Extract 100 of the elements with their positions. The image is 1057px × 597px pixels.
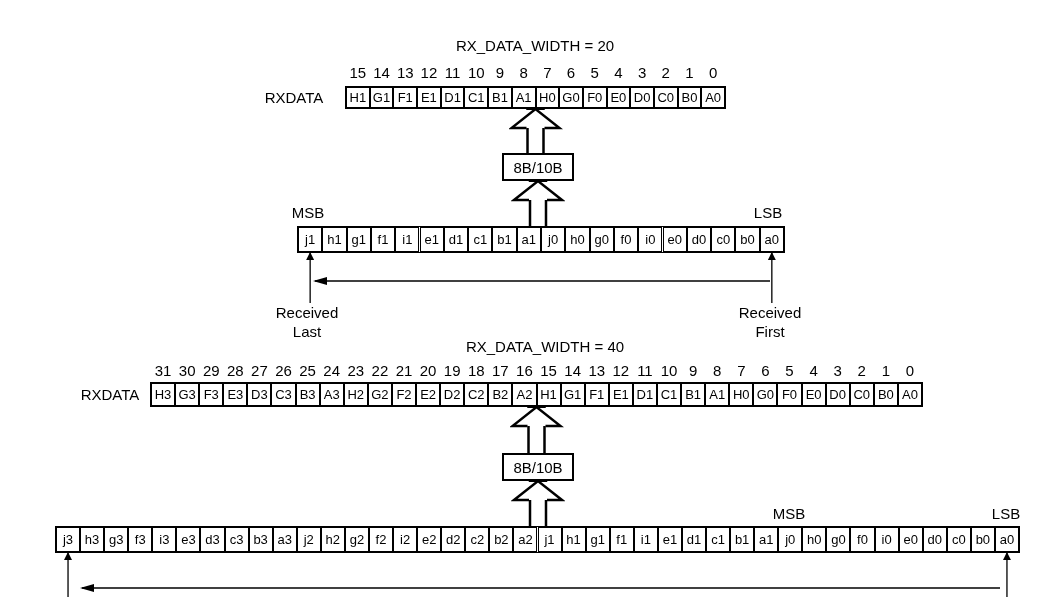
- bit-cell: h2: [320, 527, 345, 552]
- bit-cell: g0: [589, 227, 614, 252]
- width-heading: RX_DATA_WIDTH = 40: [465, 338, 625, 354]
- bit-cell: G2: [367, 383, 392, 406]
- bit-cell: C0: [653, 87, 678, 108]
- bit-cell: g1: [585, 527, 610, 552]
- bit-index: 3: [833, 362, 842, 378]
- bit-cell: G1: [560, 383, 585, 406]
- bit-cell: i1: [395, 227, 420, 252]
- bit-index: 19: [443, 362, 461, 378]
- bit-cell: A0: [897, 383, 922, 406]
- lsb-label: LSB: [753, 204, 783, 220]
- bit-cell: A1: [511, 87, 536, 108]
- bit-cell: d3: [200, 527, 225, 552]
- bit-cell: a3: [272, 527, 297, 552]
- bit-cell: e1: [657, 527, 682, 552]
- bit-index: 9: [688, 362, 698, 378]
- bit-cell: h0: [565, 227, 590, 252]
- bit-index: 6: [761, 362, 770, 378]
- bit-cell: e0: [662, 227, 687, 252]
- bit-cell: a1: [754, 527, 779, 552]
- bit-cell: b3: [248, 527, 273, 552]
- lsb-label: LSB: [991, 505, 1021, 521]
- bit-cell: E1: [417, 87, 441, 108]
- bit-index: 3: [637, 64, 647, 80]
- bit-index: 2: [661, 64, 670, 80]
- bit-index: 14: [373, 64, 390, 80]
- bit-cell: f0: [613, 227, 639, 252]
- bit-cell: E2: [416, 383, 441, 406]
- bit-cell: c1: [468, 227, 493, 252]
- bit-index: 28: [227, 362, 244, 378]
- bit-index: 11: [637, 362, 653, 378]
- bit-cell: a0: [759, 227, 784, 252]
- bit-cell: h1: [322, 227, 347, 252]
- bit-cell: D0: [630, 87, 654, 108]
- bit-index: 5: [590, 64, 599, 80]
- bit-cell: C3: [271, 383, 296, 406]
- bit-cell: B1: [488, 87, 512, 108]
- bit-cell: g2: [344, 527, 369, 552]
- bit-cell: a1: [516, 227, 541, 252]
- bit-index: 6: [566, 64, 576, 80]
- bit-cell: C2: [464, 383, 489, 406]
- bit-cell: H0: [729, 383, 754, 406]
- bit-cell: F3: [199, 383, 224, 406]
- bit-cell: a0: [994, 527, 1019, 552]
- bit-index: 13: [396, 64, 414, 80]
- register-row: [345, 86, 726, 109]
- bit-index: 11: [444, 64, 461, 80]
- bit-cell: H3: [151, 383, 176, 406]
- bit-cell: b0: [735, 227, 760, 252]
- bit-cell: G0: [559, 87, 583, 108]
- bit-cell: d1: [681, 527, 706, 552]
- bit-index: 1: [881, 362, 891, 378]
- bit-cell: E0: [801, 383, 826, 406]
- bit-cell: i0: [874, 527, 899, 552]
- bit-cell: A3: [319, 383, 344, 406]
- bit-index: 12: [612, 362, 630, 378]
- bit-cell: h3: [80, 527, 105, 552]
- bit-cell: f1: [370, 227, 396, 252]
- bit-index: 5: [785, 362, 794, 378]
- bit-cell: B0: [677, 87, 702, 108]
- bit-cell: F2: [391, 383, 417, 406]
- bit-cell: j2: [296, 527, 321, 552]
- msb-label: MSB: [772, 505, 806, 521]
- bit-cell: A0: [701, 87, 725, 108]
- width-heading: RX_DATA_WIDTH = 20: [455, 37, 615, 53]
- bit-cell: E3: [223, 383, 248, 406]
- bit-cell: D3: [247, 383, 272, 406]
- bit-index: 30: [178, 362, 196, 378]
- bit-cell: d0: [686, 227, 712, 252]
- bit-index: 26: [275, 362, 292, 378]
- bit-cell: i3: [152, 527, 177, 552]
- bit-cell: d1: [443, 227, 469, 252]
- bit-cell: f2: [368, 527, 394, 552]
- arrow-caption: Received First: [732, 303, 808, 341]
- bit-index: 7: [543, 64, 552, 80]
- bit-cell: g3: [104, 527, 129, 552]
- bit-index: 15: [349, 64, 367, 80]
- bit-cell: H1: [536, 383, 561, 406]
- bit-cell: c0: [711, 227, 736, 252]
- bit-cell: i1: [633, 527, 658, 552]
- bit-cell: G1: [369, 87, 394, 108]
- bit-cell: D1: [440, 87, 465, 108]
- bit-cell: F0: [582, 87, 607, 108]
- bit-cell: D2: [440, 383, 465, 406]
- bit-cell: G0: [753, 383, 778, 406]
- bit-index: 21: [395, 362, 413, 378]
- bit-index: 17: [492, 362, 509, 378]
- bit-cell: A2: [512, 383, 537, 406]
- bit-cell: b2: [489, 527, 514, 552]
- bit-cell: e2: [417, 527, 442, 552]
- bit-cell: C0: [849, 383, 874, 406]
- bit-cell: i0: [638, 227, 663, 252]
- encoder-box: 8B/10B: [502, 453, 574, 481]
- bit-index: 8: [713, 362, 722, 378]
- bit-cell: D0: [825, 383, 850, 406]
- bit-cell: b1: [492, 227, 517, 252]
- bit-cell: i2: [393, 527, 418, 552]
- bit-cell: f1: [609, 527, 634, 552]
- bit-index: 4: [614, 64, 623, 80]
